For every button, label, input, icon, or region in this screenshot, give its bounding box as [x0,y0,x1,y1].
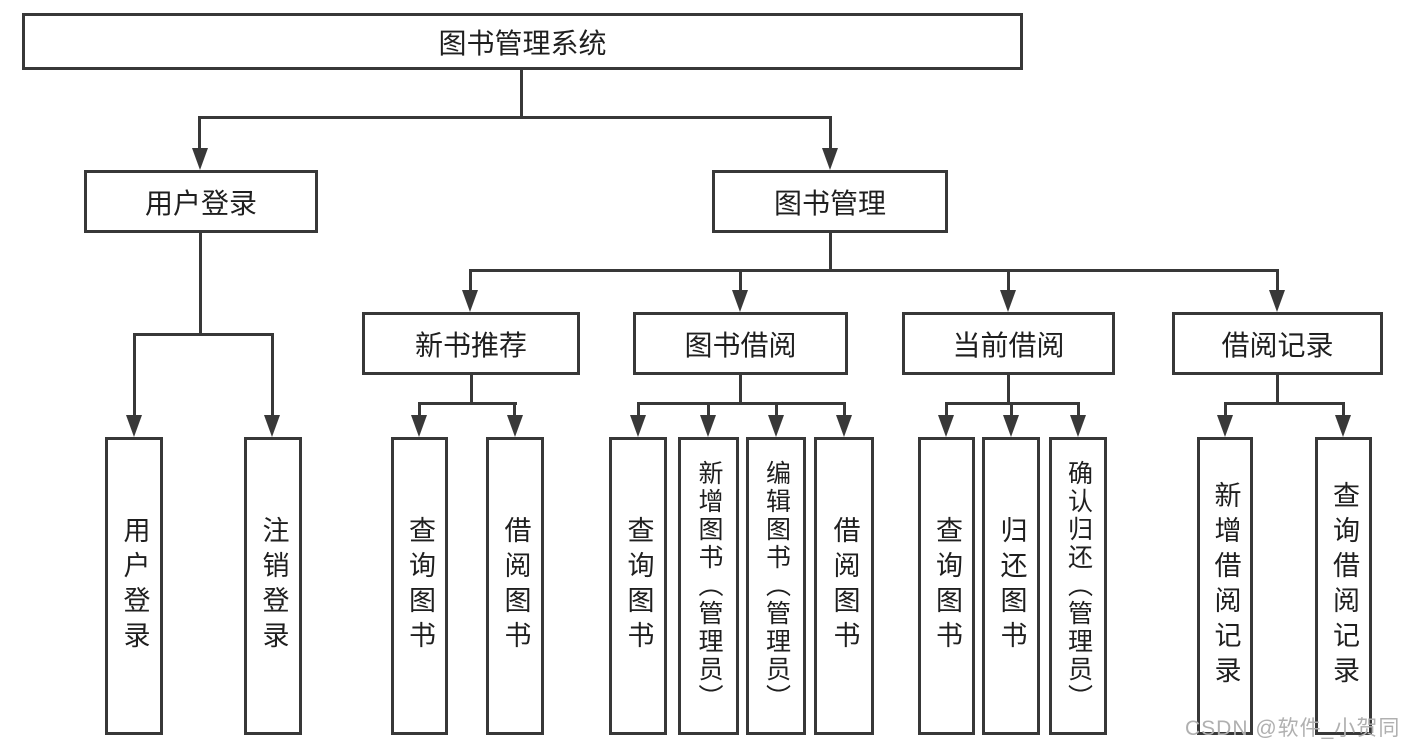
leaf-add-borrow-record-label: 新增借阅记录 [1210,481,1241,691]
connector-drop-records [1276,269,1279,292]
connector-bookmgmt-rail [469,269,1279,272]
connector-drop-nb2 [513,402,516,415]
connector-drop-cb1 [945,402,948,415]
connector-userlogin-stem [199,233,202,336]
leaf-borrow-books-label: 借阅图书 [829,516,860,656]
connector-drop-borrow [739,269,742,292]
connector-drop-rb2 [1342,402,1345,415]
arrowhead-leaf-logout [264,415,280,437]
leaf-add-books-admin: 新增图书（管理员） [678,437,739,735]
leaf-confirm-return-admin: 确认归还（管理员） [1049,437,1107,735]
connector-drop-cb2 [1010,402,1013,415]
leaf-query-books-newbook: 查询图书 [391,437,448,735]
connector-drop-newbook [469,269,472,292]
connector-borrow-stem [739,375,742,405]
leaf-query-borrow-record-label: 查询借阅记录 [1329,481,1359,691]
connector-drop-user-login [198,116,201,150]
arrowhead-nb2 [507,415,523,437]
arrowhead-newbook [462,290,478,312]
leaf-edit-books-admin-label: 编辑图书（管理员） [762,460,791,712]
node-book-borrow: 图书借阅 [633,312,848,375]
arrowhead-bb4 [836,415,852,437]
node-current-borrow: 当前借阅 [902,312,1115,375]
connector-bookmgmt-stem [829,233,832,272]
node-book-management: 图书管理 [712,170,948,233]
connector-drop-cb3 [1077,402,1080,415]
arrowhead-nb1 [411,415,427,437]
leaf-borrow-books-newbook-label: 借阅图书 [500,516,531,656]
connector-drop-nb1 [418,402,421,415]
connector-drop-leaf-logout [271,333,274,415]
node-book-borrow-label: 图书借阅 [684,329,797,361]
node-borrow-records: 借阅记录 [1172,312,1383,375]
arrowhead-bb3 [768,415,784,437]
arrowhead-leaf-login [126,415,142,437]
csdn-watermark: CSDN @软件_小贺同学 [1185,717,1401,740]
connector-drop-current [1007,269,1010,292]
leaf-query-books-current-label: 查询图书 [932,516,962,656]
node-new-book-recommend: 新书推荐 [362,312,580,375]
arrowhead-user-login [192,148,208,170]
connector-newbook-rail [418,402,517,405]
connector-current-stem [1007,375,1010,405]
node-user-login: 用户登录 [84,170,318,233]
leaf-confirm-return-admin-label: 确认归还（管理员） [1064,460,1093,712]
connector-drop-bb2 [707,402,710,415]
connector-drop-bb1 [637,402,640,415]
arrowhead-cb3 [1070,415,1086,437]
arrowhead-borrow [732,290,748,312]
leaf-query-borrow-record: 查询借阅记录 [1315,437,1372,735]
leaf-add-books-admin-label: 新增图书（管理员） [695,460,723,712]
arrowhead-current [1000,290,1016,312]
connector-root-rail [198,116,832,119]
arrowhead-cb2 [1003,415,1019,437]
node-new-book-recommend-label: 新书推荐 [414,329,527,361]
leaf-edit-books-admin: 编辑图书（管理员） [746,437,806,735]
leaf-return-books-label: 归还图书 [996,516,1027,656]
leaf-query-books-borrow-label: 查询图书 [623,516,654,656]
leaf-query-books-current: 查询图书 [918,437,975,735]
node-borrow-records-label: 借阅记录 [1221,329,1334,361]
node-root-label: 图书管理系统 [438,27,607,59]
leaf-query-books-newbook-label: 查询图书 [405,516,435,656]
arrowhead-rb2 [1335,415,1351,437]
node-current-borrow-label: 当前借阅 [952,329,1065,361]
leaf-borrow-books-newbook: 借阅图书 [486,437,544,735]
node-user-login-label: 用户登录 [144,187,257,219]
connector-drop-leaf-login [133,333,136,415]
arrowhead-book-mgmt [822,148,838,170]
node-root: 图书管理系统 [22,13,1023,70]
connector-newbook-stem [470,375,473,405]
leaf-user-login-label: 用户登录 [119,516,150,656]
leaf-add-borrow-record: 新增借阅记录 [1197,437,1253,735]
arrowhead-bb2 [700,415,716,437]
node-book-management-label: 图书管理 [773,187,886,219]
arrowhead-bb1 [630,415,646,437]
leaf-logout: 注销登录 [244,437,302,735]
arrowhead-records [1269,290,1285,312]
arrowhead-rb1 [1217,415,1233,437]
leaf-return-books: 归还图书 [982,437,1040,735]
leaf-borrow-books: 借阅图书 [814,437,874,735]
connector-records-stem [1276,375,1279,405]
leaf-user-login: 用户登录 [105,437,163,735]
arrowhead-cb1 [938,415,954,437]
connector-userlogin-rail [133,333,274,336]
connector-drop-book-mgmt [829,116,832,150]
connector-records-rail [1224,402,1345,405]
leaf-query-books-borrow: 查询图书 [609,437,667,735]
connector-drop-bb3 [775,402,778,415]
connector-root-stem [520,70,523,118]
connector-drop-rb1 [1224,402,1227,415]
leaf-logout-label: 注销登录 [258,516,289,656]
connector-borrow-rail [637,402,845,405]
connector-drop-bb4 [843,402,846,415]
